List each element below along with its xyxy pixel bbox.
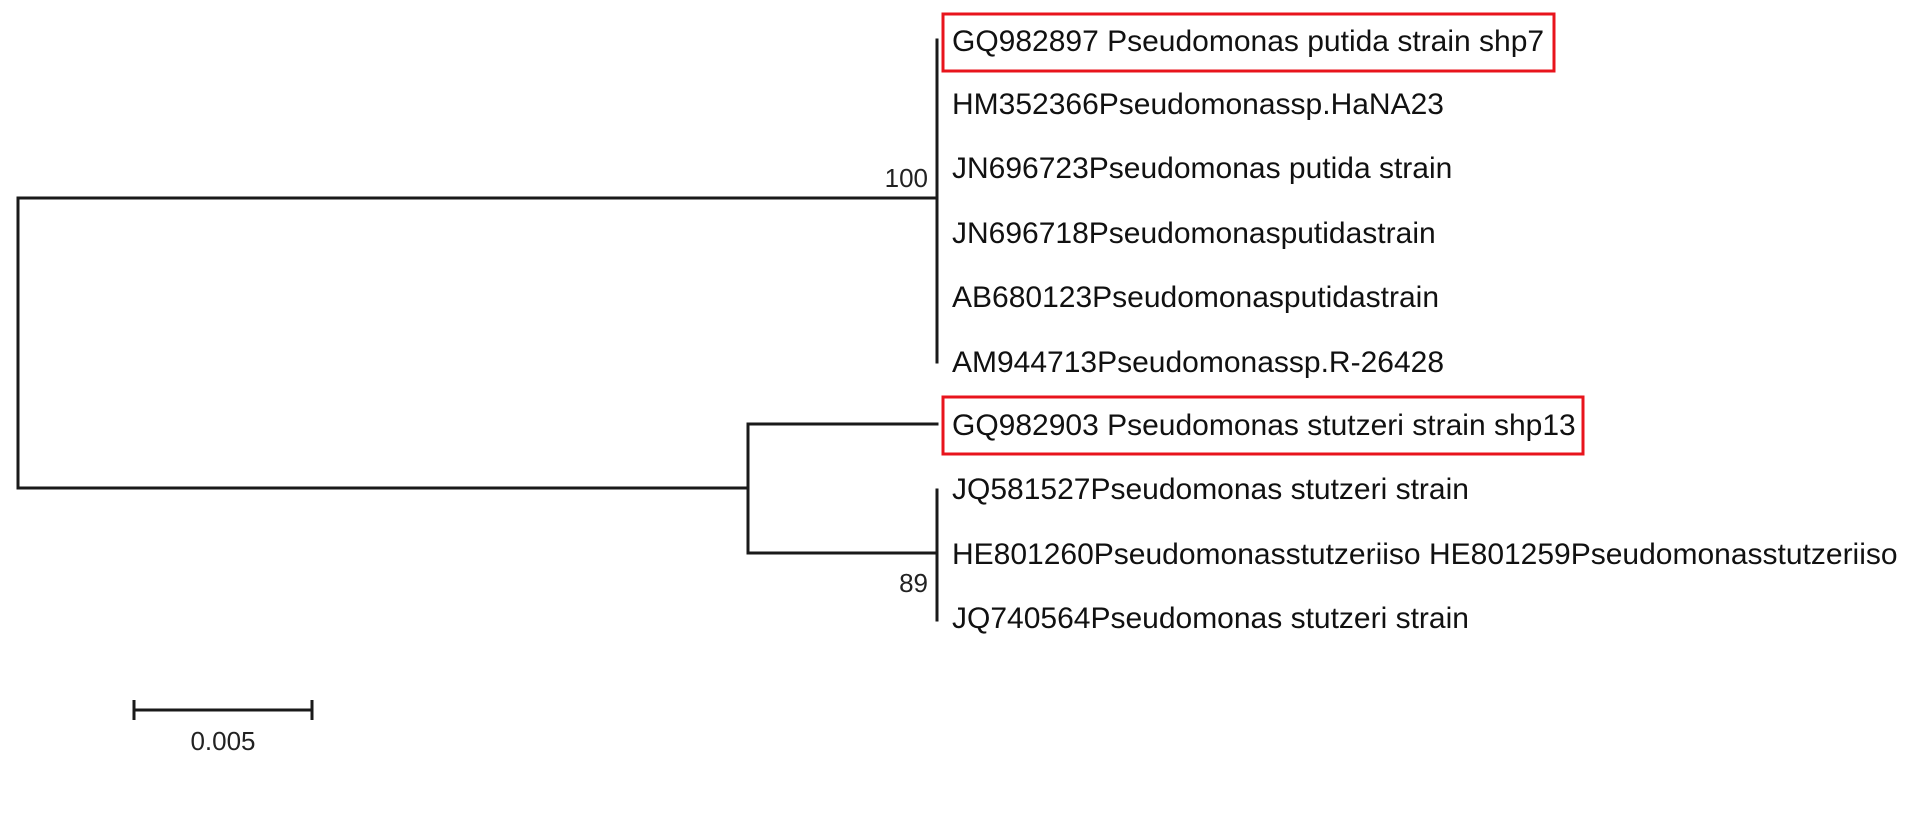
scale-bar: 0.005 — [132, 700, 314, 756]
highlight-box-shp7 — [941, 12, 1556, 73]
taxon-label: HE801260Pseudomonasstutzeriiso HE801259P… — [952, 538, 1898, 571]
taxon-label: JN696718Pseudomonasputidastrain — [952, 217, 1436, 250]
taxon-label: AM944713Pseudomonassp.R-26428 — [952, 346, 1444, 379]
taxon-label: HM352366Pseudomonassp.HaNA23 — [952, 88, 1444, 121]
highlight-box-shp13 — [941, 395, 1585, 456]
bootstrap-stutzeri: 89 — [899, 568, 928, 598]
taxon-label: GQ982897 Pseudomonas putida strain shp7 — [952, 25, 1544, 58]
bootstrap-putida: 100 — [885, 163, 928, 193]
taxon-label: JN696723Pseudomonas putida strain — [952, 152, 1452, 185]
taxon-label: GQ982903 Pseudomonas stutzeri strain shp… — [952, 409, 1576, 442]
taxon-label: JQ740564Pseudomonas stutzeri strain — [952, 602, 1469, 635]
taxon-label: AB680123Pseudomonasputidastrain — [952, 281, 1439, 314]
taxon-label: JQ581527Pseudomonas stutzeri strain — [952, 473, 1469, 506]
scale-bar-label: 0.005 — [190, 726, 255, 756]
